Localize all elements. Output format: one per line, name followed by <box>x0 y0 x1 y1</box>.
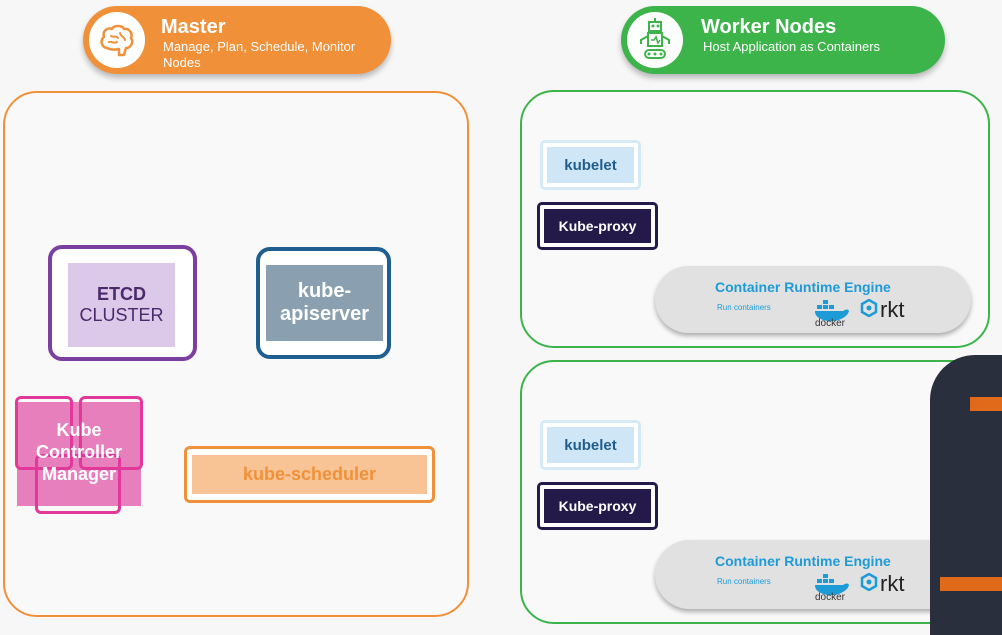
presenter-figure <box>930 355 1002 635</box>
cluster-label: CLUSTER <box>79 305 164 325</box>
master-subtitle-line2: Nodes <box>163 55 201 70</box>
worker-header: Worker Nodes Host Application as Contain… <box>621 6 945 74</box>
kube-proxy-label-2: Kube-proxy <box>558 498 637 514</box>
controller-label-line1: Kube <box>56 420 102 440</box>
worker-icon-circle <box>627 12 683 68</box>
robot-icon <box>640 18 670 59</box>
master-icon-circle <box>89 12 145 68</box>
kubelet-label-2: kubelet <box>564 436 617 454</box>
runtime-title-1: Container Runtime Engine <box>715 279 891 295</box>
etcd-cluster-box: ETCD CLUSTER <box>48 245 197 361</box>
kube-proxy-box-2: Kube-proxy <box>537 482 658 530</box>
rkt-logo-icon <box>860 298 878 318</box>
rkt-label-1: rkt <box>880 297 905 322</box>
kubelet-fill-1: kubelet <box>547 147 634 183</box>
controller-outline-1 <box>15 396 73 470</box>
kube-proxy-fill-2: Kube-proxy <box>544 489 651 523</box>
worker-subtitle: Host Application as Containers <box>703 39 881 54</box>
docker-logo-1: docker <box>813 298 853 333</box>
master-subtitle-line1: Manage, Plan, Schedule, Monitor <box>163 39 356 54</box>
docker-label-2: docker <box>815 592 846 603</box>
container-runtime-engine-2: Container Runtime Engine Run containers … <box>655 540 971 609</box>
scheduler-label: kube-scheduler <box>242 464 377 484</box>
brain-icon <box>100 24 134 57</box>
presenter-stripe-2 <box>940 577 1002 591</box>
worker-title: Worker Nodes <box>701 16 837 38</box>
kube-apiserver-fill: kube- apiserver <box>266 265 383 341</box>
controller-label: Kube Controller Manager <box>15 419 143 485</box>
rkt-label-2: rkt <box>880 571 905 596</box>
kube-scheduler-fill: kube-scheduler <box>192 455 427 494</box>
docker-whale-icon <box>815 574 849 596</box>
master-title: Master <box>161 16 226 38</box>
apiserver-label-line1: kube- <box>297 280 352 302</box>
docker-label-1: docker <box>815 318 846 329</box>
kubelet-fill-2: kubelet <box>547 427 634 463</box>
kubelet-box-2: kubelet <box>540 420 641 470</box>
controller-outline-2 <box>79 396 143 470</box>
controller-outline-3 <box>35 454 121 514</box>
runtime-sub-1: Run containers <box>717 303 771 312</box>
docker-whale-icon <box>815 300 849 322</box>
runtime-sub-2: Run containers <box>717 577 771 586</box>
docker-logo-2: docker <box>813 572 853 607</box>
rkt-logo-2: rkt <box>860 571 904 596</box>
kube-controller-manager: Kube Controller Manager <box>15 396 145 514</box>
rkt-logo-icon <box>860 572 878 592</box>
presenter-stripe-1 <box>970 397 1002 411</box>
rkt-logo-1: rkt <box>860 297 904 322</box>
runtime-title-2: Container Runtime Engine <box>715 553 891 569</box>
master-header: Master Manage, Plan, Schedule, Monitor N… <box>83 6 391 74</box>
kube-scheduler-box: kube-scheduler <box>184 446 435 503</box>
kube-proxy-label-1: Kube-proxy <box>558 218 637 234</box>
etcd-cluster-fill: ETCD CLUSTER <box>68 263 175 347</box>
apiserver-label-line2: apiserver <box>280 303 369 325</box>
container-runtime-engine-1: Container Runtime Engine Run containers … <box>655 266 971 333</box>
kubelet-box-1: kubelet <box>540 140 641 190</box>
kubelet-label-1: kubelet <box>564 156 617 174</box>
controller-label-line2: Controller <box>35 442 122 462</box>
etcd-label: ETCD <box>97 284 146 304</box>
controller-label-line3: Manager <box>41 464 117 484</box>
kube-proxy-box-1: Kube-proxy <box>537 202 658 250</box>
kube-proxy-fill-1: Kube-proxy <box>544 209 651 243</box>
kube-apiserver-box: kube- apiserver <box>256 247 391 359</box>
